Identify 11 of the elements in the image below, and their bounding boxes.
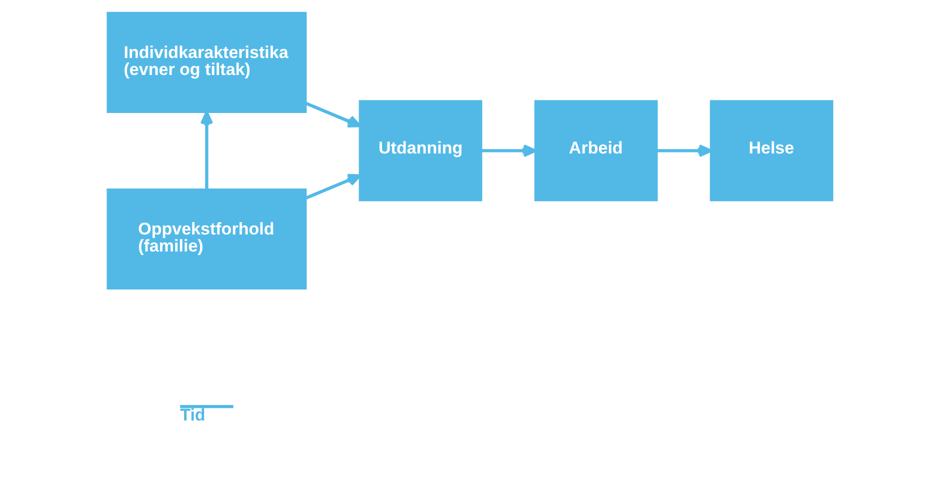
node-box: Individkarakteristika (evner og tiltak) bbox=[106, 12, 306, 113]
arrow bbox=[200, 111, 213, 189]
node-box: Oppvekstforhold (familie) bbox=[106, 188, 306, 290]
arrow bbox=[481, 144, 536, 158]
arrow bbox=[305, 102, 360, 128]
label: Tid bbox=[180, 406, 205, 425]
arrow bbox=[656, 144, 712, 158]
arrow bbox=[305, 174, 360, 200]
node-box: Utdanning bbox=[358, 100, 482, 202]
node-box: Arbeid bbox=[534, 100, 658, 202]
node-box: Helse bbox=[709, 100, 833, 202]
